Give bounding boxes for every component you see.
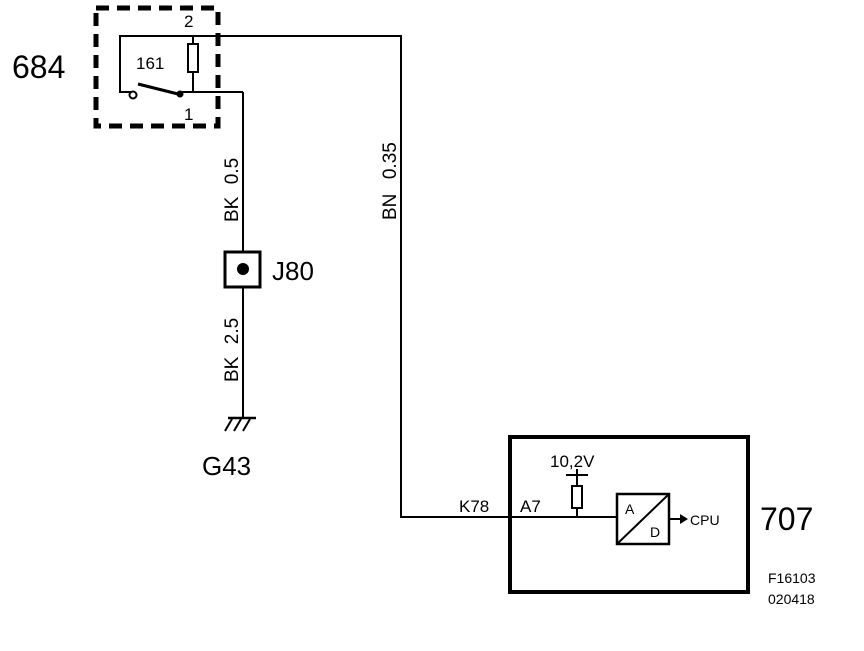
pin-1-label: 1 <box>184 105 193 124</box>
cpu-arrow-head <box>680 514 688 524</box>
figure-code: F16103 <box>768 570 816 586</box>
switch-inner-label: 161 <box>136 54 164 73</box>
control-module-id: 707 <box>760 501 813 537</box>
pin-a7-label: A7 <box>520 497 541 516</box>
switch-unit-internal-loop <box>119 35 193 93</box>
ad-converter-diagonal <box>616 493 670 545</box>
wire-bn-0-35-label: BN 0.35 <box>380 142 401 220</box>
ad-converter-input-label: A <box>625 501 635 517</box>
control-module-housing <box>508 435 750 594</box>
splice-j80-id: J80 <box>272 256 314 286</box>
switch-unit-housing <box>93 5 221 129</box>
ground-tick-2 <box>233 418 242 432</box>
wire-bn-0-35 <box>205 35 617 518</box>
wire-bk-0-5-label: BK 0.5 <box>222 158 243 222</box>
wire-bn-0-35-size: 0.35 <box>380 142 401 179</box>
figure-date: 020418 <box>768 591 815 607</box>
switch-open-contact <box>128 90 138 100</box>
connector-k78-label: K78 <box>459 497 489 516</box>
wire-bk-2-5-size: 2.5 <box>222 318 243 344</box>
switch-unit-id: 684 <box>12 49 65 85</box>
switch-blade <box>137 82 179 96</box>
wire-bn-0-35-color: BN <box>380 194 401 220</box>
supply-voltage-label: 10,2V <box>550 452 595 471</box>
pull-up-resistor <box>571 485 583 509</box>
ground-g43-id: G43 <box>202 451 251 481</box>
wire-bk-2-5-color: BK <box>222 356 243 382</box>
pin-2-label: 2 <box>184 12 193 31</box>
ground-tick-1 <box>224 418 233 432</box>
splice-j80-dot <box>237 263 249 275</box>
wire-bk-2-5-label: BK 2.5 <box>222 318 243 382</box>
ad-converter-output-label: D <box>650 524 660 540</box>
ground-tick-3 <box>242 418 251 432</box>
resistor-161 <box>187 43 199 73</box>
cpu-label: CPU <box>690 512 720 528</box>
wire-bk-0-5-size: 0.5 <box>222 158 243 184</box>
wire-bk-0-5-color: BK <box>222 196 243 222</box>
